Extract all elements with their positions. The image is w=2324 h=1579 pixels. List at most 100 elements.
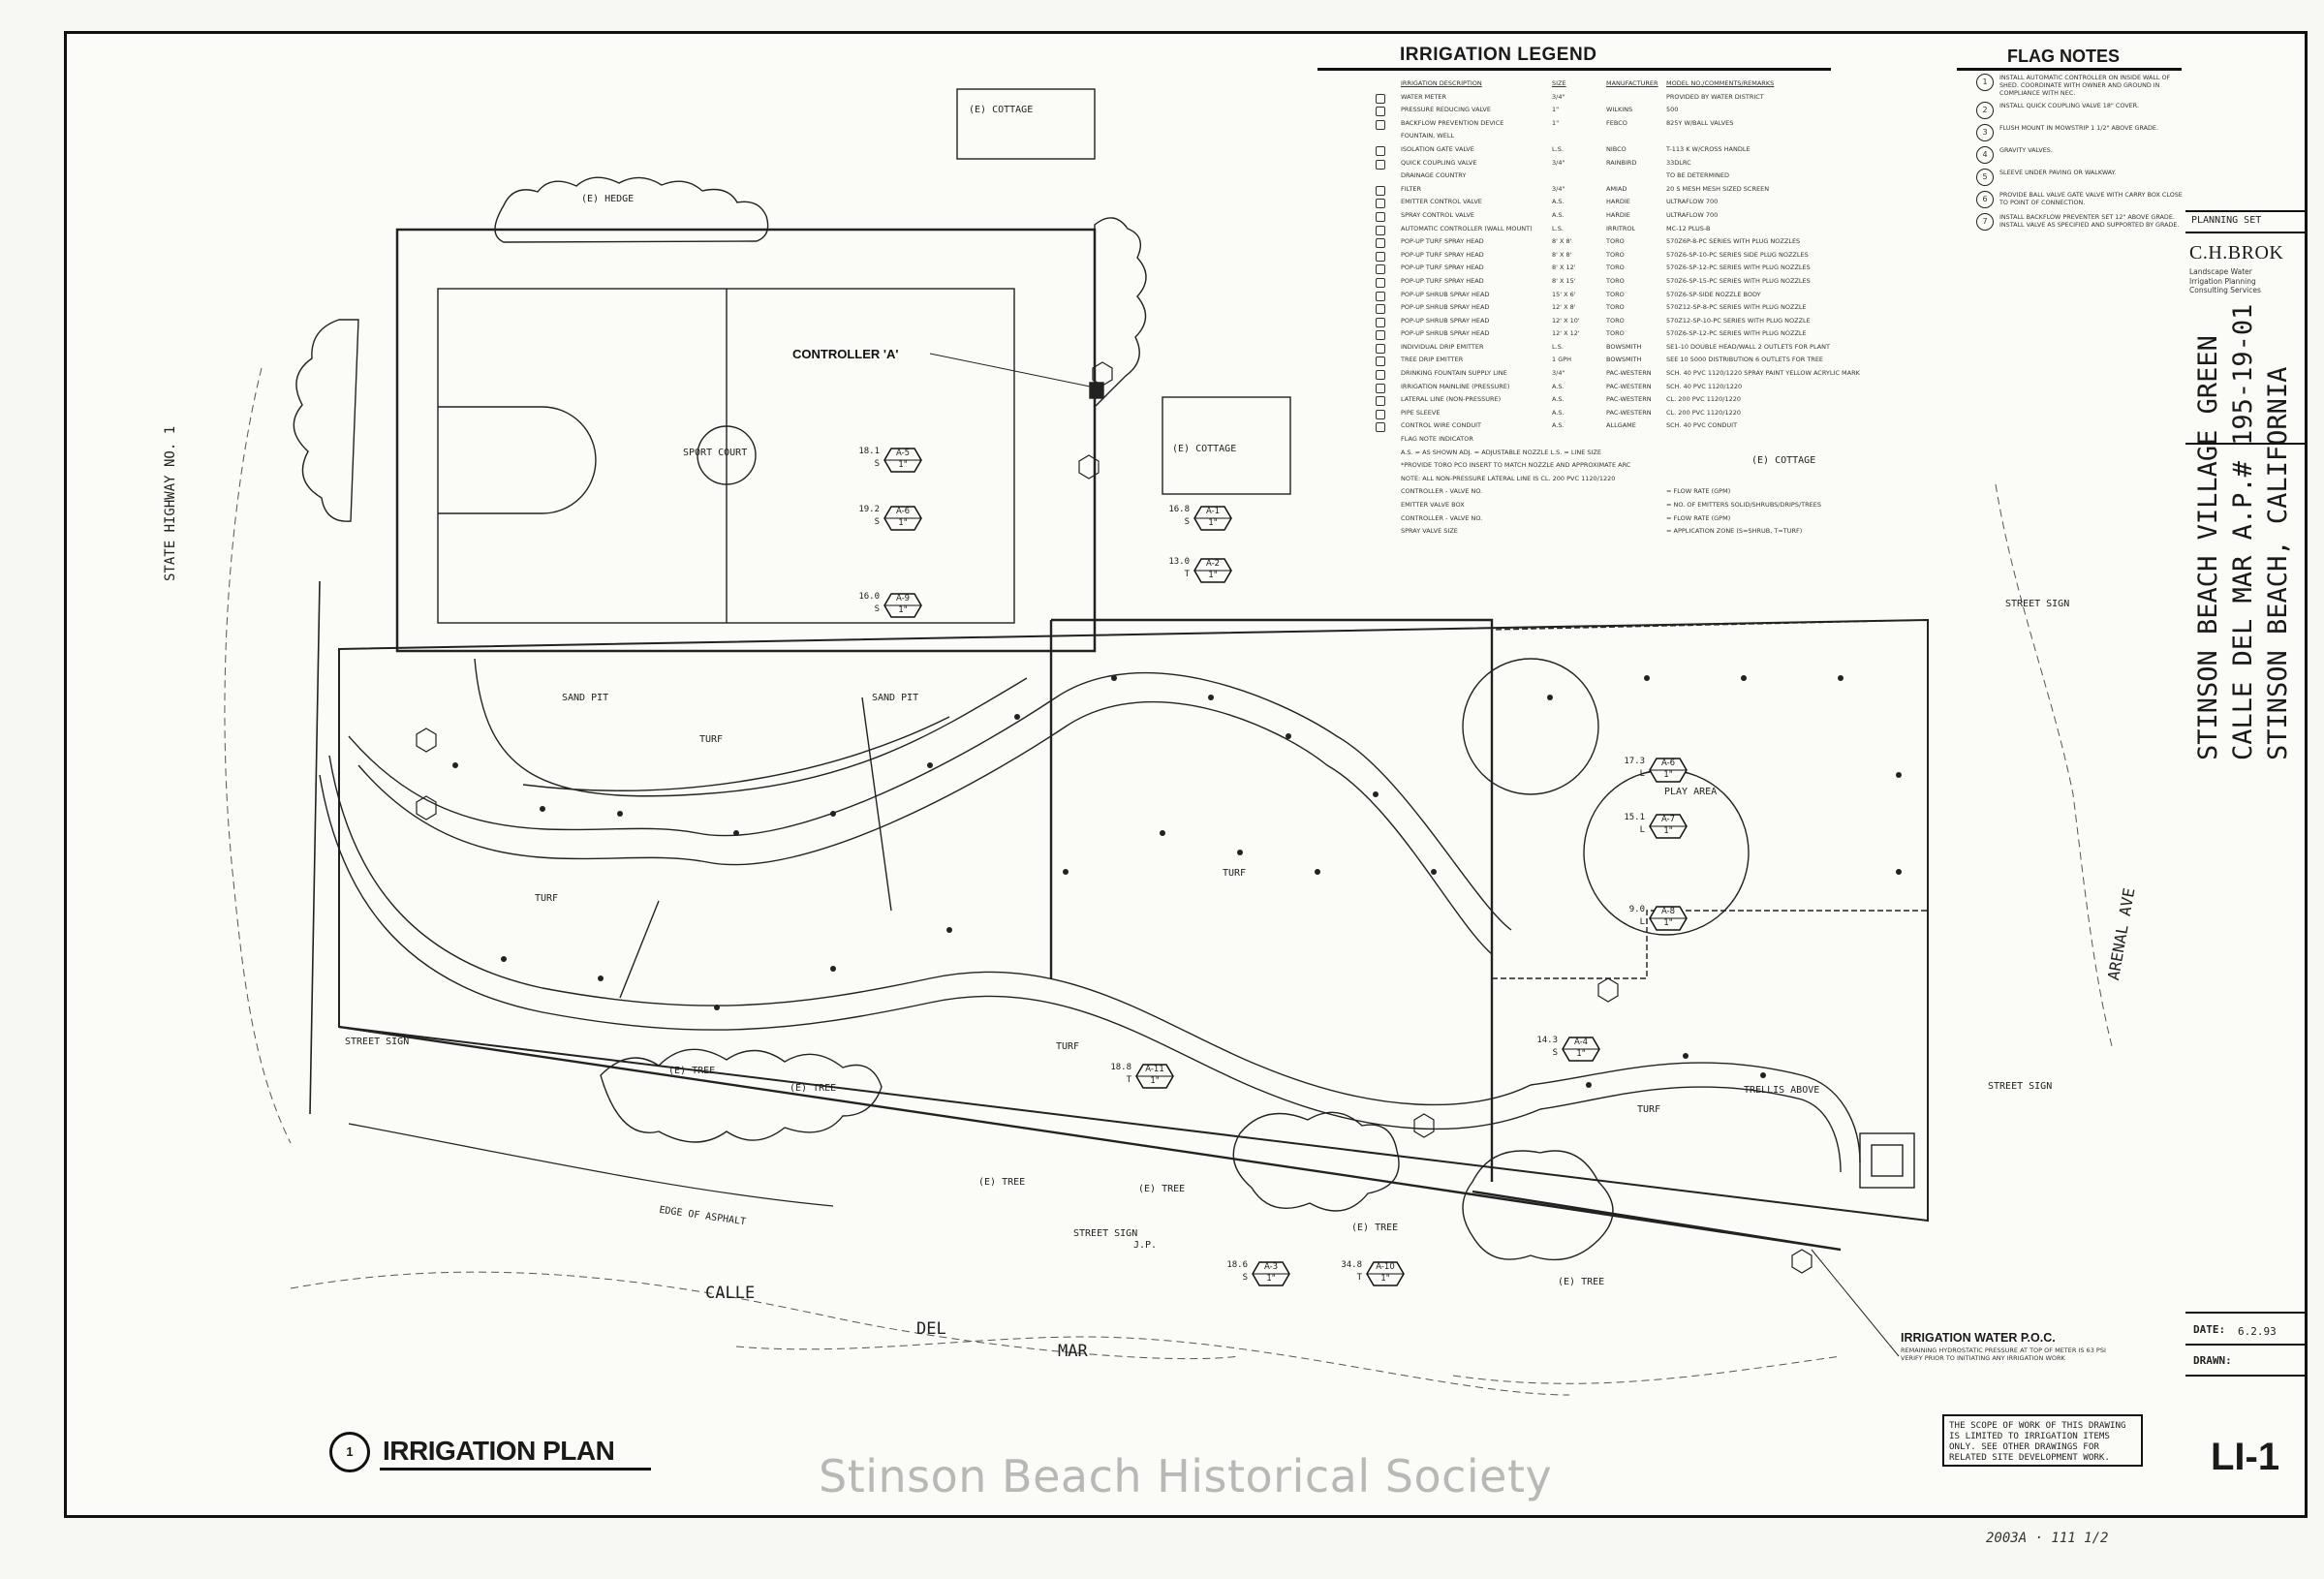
valve-id: A-11 — [1145, 1065, 1164, 1074]
legend-cell-desc: POP-UP SHRUB SPRAY HEAD — [1401, 316, 1490, 325]
valve-flow-rate: 9.0 — [1628, 905, 1645, 914]
legend-cell-size: 8' X 8' — [1552, 250, 1572, 259]
valve-flow-rate: 17.3 — [1624, 757, 1645, 766]
plan-number-circle: 1 — [329, 1432, 370, 1472]
turf-label-5: TURF — [1637, 1104, 1661, 1115]
flag-note-number: 2 — [1976, 102, 1994, 119]
drawing-sheet — [64, 31, 2191, 1518]
legend-symbol-icon — [1376, 396, 1385, 407]
legend-row: IRRIGATION MAINLINE (PRESSURE)A.S.PAC-WE… — [1376, 381, 1831, 394]
valve-id: A-5 — [895, 449, 911, 458]
firm-line: Consulting Services — [2189, 286, 2261, 294]
sport-court-label: SPORT COURT — [683, 448, 748, 458]
legend-symbol-icon — [1376, 370, 1385, 381]
valve-size: 1" — [1380, 1274, 1390, 1284]
turf-label-3: TURF — [535, 893, 559, 904]
turf-upper — [474, 658, 1028, 797]
legend-row: NOTE: ALL NON-PRESSURE LATERAL LINE IS C… — [1376, 473, 1831, 486]
legend-cell-mfr: TORO — [1606, 329, 1625, 338]
legend-symbol-icon — [1376, 356, 1385, 367]
valve-flow-rate: 16.0 — [858, 592, 880, 602]
valve-zone: S — [874, 604, 880, 614]
valve-id: A-9 — [895, 594, 911, 604]
legend-cell-size: A.S. — [1552, 382, 1565, 390]
legend-cell-model: = FLOW RATE (GPM) — [1666, 513, 1731, 522]
flag-notes-rule — [1957, 68, 2182, 71]
poc-label: IRRIGATION WATER P.O.C. — [1901, 1331, 2056, 1345]
legend-cell-size: SIZE — [1552, 79, 1566, 87]
legend-cell-desc: BACKFLOW PREVENTION DEVICE — [1401, 118, 1504, 127]
legend-cell-mfr: PAC-WESTERN — [1606, 369, 1652, 378]
legend-cell-size: A.S. — [1552, 198, 1565, 206]
valve-zone: S — [1242, 1273, 1248, 1283]
valve-zone: L — [1639, 769, 1645, 779]
turf-label-4: TURF — [1056, 1041, 1080, 1052]
legend-title-rule — [1317, 68, 1831, 71]
legend-cell-size: 3/4" — [1552, 184, 1565, 193]
legend-cell-model: = APPLICATION ZONE (S=SHRUB, T=TURF) — [1666, 527, 1803, 536]
legend-cell-model: 825Y W/BALL VALVES — [1666, 118, 1734, 127]
legend-cell-desc: FLAG NOTE INDICATOR — [1401, 435, 1473, 444]
legend-row: FOUNTAIN, WELL — [1376, 130, 1831, 143]
hedge-right — [1094, 217, 1147, 409]
legend-cell-model: = NO. OF EMITTERS SOLID/SHRUBS/DRIPS/TRE… — [1666, 501, 1821, 509]
firm-name: C.H.BROK — [2189, 242, 2284, 263]
legend-cell-mfr: FEBCO — [1606, 118, 1627, 127]
legend-cell-desc: POP-UP SHRUB SPRAY HEAD — [1401, 303, 1490, 312]
tree-label-6: (E) TREE — [1558, 1277, 1605, 1287]
legend-cell-desc: AUTOMATIC CONTROLLER (WALL MOUNT) — [1401, 224, 1533, 232]
firm-line: Landscape Water — [2189, 267, 2252, 276]
legend-cell-size: A.S. — [1552, 395, 1565, 404]
park-boundary — [338, 618, 1929, 1223]
jp-label: J.P. — [1133, 1240, 1158, 1251]
legend-cell-size: 12' X 10' — [1552, 316, 1580, 325]
legend-row: A.S. = AS SHOWN ADJ. = ADJUSTABLE NOZZLE… — [1376, 447, 1831, 460]
legend-cell-desc: IRRIGATION MAINLINE (PRESSURE) — [1401, 382, 1510, 390]
valve-id: A-4 — [1573, 1037, 1589, 1047]
tree-label-5: (E) TREE — [1351, 1223, 1399, 1233]
legend-cell-size: 1 GPH — [1552, 356, 1572, 364]
legend-cell-desc: *PROVIDE TORO PCO INSERT TO MATCH NOZZLE… — [1401, 461, 1631, 470]
legend-cell-model: ULTRAFLOW 700 — [1666, 198, 1719, 206]
valve-flow-rate: 15.1 — [1624, 813, 1645, 822]
legend-cell-model: SCH. 40 PVC 1120/1220 SPRAY PAINT YELLOW… — [1666, 369, 1860, 378]
legend-cell-mfr: IRRITROL — [1606, 224, 1636, 232]
legend-cell-desc: POP-UP TURF SPRAY HEAD — [1401, 250, 1484, 259]
flag-note-text: GRAVITY VALVES. — [1999, 146, 2053, 154]
legend-cell-size: L.S. — [1552, 144, 1564, 153]
edge-of-asphalt-west — [309, 580, 321, 1115]
title-block — [2185, 31, 2308, 1518]
fountain-planter — [1859, 1132, 1915, 1189]
legend-cell-model: CL. 200 PVC 1120/1220 — [1666, 408, 1742, 417]
valve-id: A-2 — [1205, 559, 1221, 569]
planning-set-label: PLANNING SET — [2191, 215, 2262, 226]
legend-cell-mfr: TORO — [1606, 276, 1625, 285]
cottage-label-1: (E) COTTAGE — [1172, 444, 1237, 454]
legend-cell-desc: SPRAY VALVE SIZE — [1401, 527, 1458, 536]
legend-cell-model: SCH. 40 PVC CONDUIT — [1666, 421, 1738, 430]
legend-symbol-icon — [1376, 119, 1385, 130]
valve-size: 1" — [898, 605, 908, 615]
drawn-label: DRAWN: — [2193, 1354, 2232, 1367]
contour-22 — [1452, 1355, 1842, 1384]
valve-zone: L — [1639, 917, 1645, 927]
